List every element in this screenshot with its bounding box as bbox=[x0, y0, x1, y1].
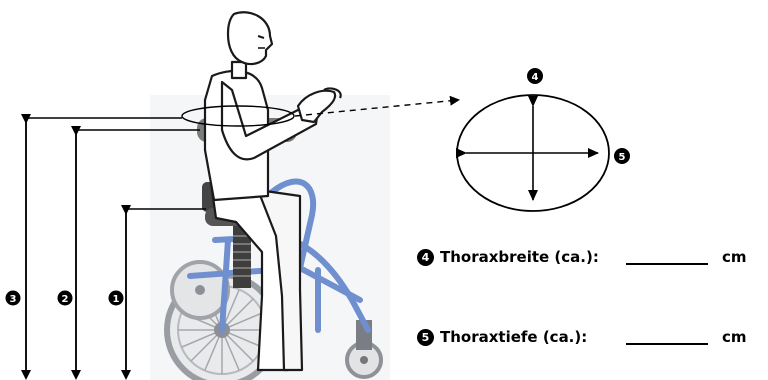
field-marker: 4 bbox=[417, 249, 434, 266]
thoraxbreite-field: 4 Thoraxbreite (ca.): cm bbox=[417, 244, 747, 270]
back-wheel bbox=[172, 262, 228, 318]
marker-3: 3 bbox=[6, 291, 21, 306]
svg-text:5: 5 bbox=[619, 152, 626, 163]
svg-text:2: 2 bbox=[62, 294, 69, 305]
thoraxtiefe-unit: cm bbox=[722, 328, 747, 346]
height-arrows bbox=[26, 122, 126, 378]
svg-text:1: 1 bbox=[113, 294, 120, 305]
thoraxbreite-unit: cm bbox=[722, 248, 747, 266]
thoraxtiefe-field: 5 Thoraxtiefe (ca.): cm bbox=[417, 324, 747, 350]
marker-1: 1 bbox=[109, 291, 124, 306]
thoraxbreite-label: Thoraxbreite (ca.): bbox=[440, 248, 626, 266]
svg-text:4: 4 bbox=[532, 72, 539, 83]
thoraxtiefe-label: Thoraxtiefe (ca.): bbox=[440, 328, 626, 346]
marker-4: 4 bbox=[527, 68, 543, 84]
thoraxbreite-blank[interactable] bbox=[626, 249, 708, 265]
marker-2: 2 bbox=[58, 291, 73, 306]
thorax-cross-section bbox=[457, 95, 609, 211]
marker-5: 5 bbox=[614, 148, 630, 164]
svg-text:3: 3 bbox=[10, 294, 17, 305]
thoraxtiefe-blank[interactable] bbox=[626, 329, 708, 345]
field-marker: 5 bbox=[417, 329, 434, 346]
